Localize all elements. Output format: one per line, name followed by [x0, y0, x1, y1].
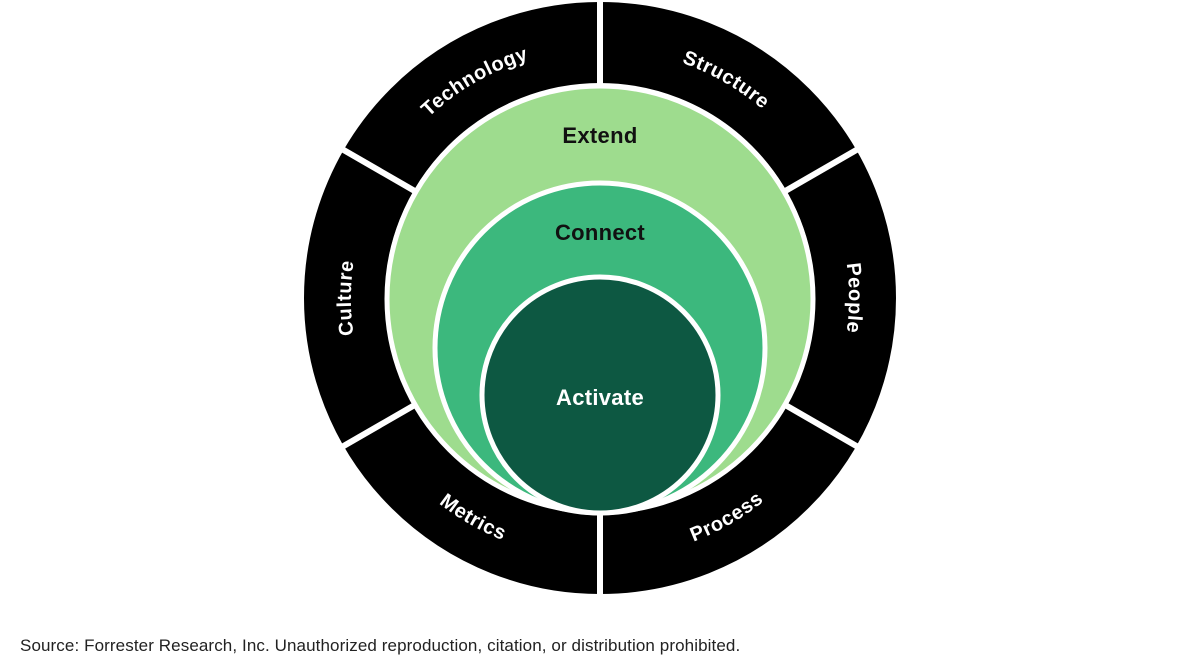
ring-label-people-text: People	[842, 262, 866, 335]
extend-label: Extend	[562, 123, 637, 148]
source-note: Source: Forrester Research, Inc. Unautho…	[20, 636, 741, 655]
ring-label-culture: Culture	[334, 259, 359, 337]
connect-label: Connect	[555, 220, 645, 245]
activate-label: Activate	[556, 385, 644, 410]
divider-upper-left	[337, 144, 419, 196]
activate-circle	[479, 274, 721, 516]
maturity-ring-diagram: Technology Structure Culture People Metr…	[304, 0, 896, 599]
ring-label-culture-text: Culture	[334, 259, 358, 337]
divider-upper-right	[781, 144, 863, 196]
divider-lower-left	[337, 400, 419, 452]
divider-lower-right	[781, 400, 863, 452]
ring-dividers	[337, 0, 863, 599]
ring-label-people: People	[842, 262, 866, 335]
